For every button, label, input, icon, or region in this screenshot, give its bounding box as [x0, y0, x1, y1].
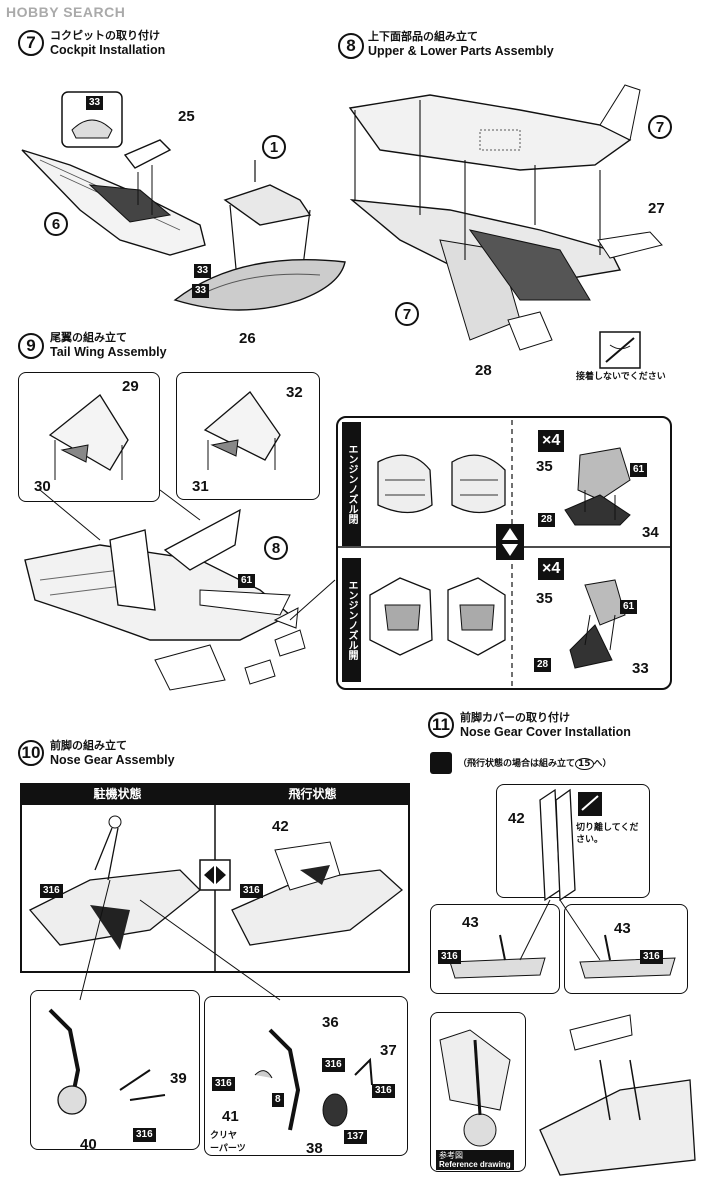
tag-61-tail: 61	[238, 574, 256, 588]
tag-316-parked: 316	[40, 884, 63, 898]
nozzle-closed-label: エンジンノズル閉	[342, 422, 361, 546]
gear-cover-part-box	[496, 784, 650, 898]
callout-42-cover: 42	[508, 810, 525, 827]
gear-detail-left-box	[30, 990, 200, 1150]
step-11-number: 11	[428, 712, 454, 738]
note-icon	[430, 752, 452, 774]
step-10-title-en: Nose Gear Assembly	[50, 753, 175, 767]
cut-note: 切り離してください。	[576, 823, 639, 845]
tag-316-b: 316	[372, 1084, 395, 1098]
tag-33-c: 33	[192, 284, 210, 298]
step-9-title-en: Tail Wing Assembly	[50, 345, 167, 359]
reference-box	[430, 1012, 526, 1172]
no-glue-note: 接着しないでください	[576, 372, 666, 382]
parked-state-header: 駐機状態	[20, 783, 215, 805]
callout-29: 29	[122, 378, 139, 395]
callout-41: 41	[222, 1108, 239, 1125]
callout-34: 34	[642, 524, 659, 541]
callout-43-right: 43	[614, 920, 631, 937]
step-9-title-jp: 尾翼の組み立て	[50, 331, 127, 344]
tag-316-left: 316	[133, 1128, 156, 1142]
callout-8: 8	[264, 536, 288, 560]
callout-38: 38	[306, 1140, 323, 1157]
callout-30: 30	[34, 478, 51, 495]
tag-316-cover-right: 316	[640, 950, 663, 964]
step-8-title-en: Upper & Lower Parts Assembly	[368, 44, 554, 58]
tag-316-c: 316	[212, 1077, 235, 1091]
watermark: HOBBY SEARCH	[6, 4, 126, 20]
tag-316-flight: 316	[240, 884, 263, 898]
clear-parts-label: クリヤーパーツ	[210, 1131, 246, 1154]
cover-right-box	[564, 904, 688, 994]
callout-35-closed: 35	[536, 458, 553, 475]
tag-28-closed: 28	[538, 513, 556, 527]
step-11-title-en: Nose Gear Cover Installation	[460, 725, 631, 739]
tag-316-a: 316	[322, 1058, 345, 1072]
callout-32: 32	[286, 384, 303, 401]
callout-40: 40	[80, 1136, 97, 1153]
callout-37: 37	[380, 1042, 397, 1059]
tag-33-b: 33	[194, 264, 212, 278]
quantity-x4-open: ×4	[538, 558, 565, 580]
callout-7-upper: 7	[648, 115, 672, 139]
cover-left-box	[430, 904, 560, 994]
quantity-x4-closed: ×4	[538, 430, 565, 452]
tail-detail-box-left	[18, 372, 160, 502]
callout-7-lower: 7	[395, 302, 419, 326]
tag-33-a: 33	[86, 96, 104, 110]
nozzle-panel	[336, 416, 672, 690]
callout-25: 25	[178, 108, 195, 125]
tag-61-closed: 61	[630, 463, 648, 477]
step-7-title-en: Cockpit Installation	[50, 43, 166, 57]
callout-35-open: 35	[536, 590, 553, 607]
step-7-number: 7	[18, 30, 44, 56]
step-11-title-jp: 前脚カバーの取り付け	[460, 711, 570, 724]
flight-state-header: 飛行状態	[215, 783, 410, 805]
callout-26: 26	[239, 330, 256, 347]
gear-detail-right-box	[204, 996, 408, 1156]
callout-36: 36	[322, 1014, 339, 1031]
tag-137: 137	[344, 1130, 367, 1144]
callout-27: 27	[648, 200, 665, 217]
tag-61-open: 61	[620, 600, 638, 614]
reference-label: 参考図 Reference drawing	[436, 1150, 514, 1170]
callout-28: 28	[475, 362, 492, 379]
callout-42-flight: 42	[272, 818, 289, 835]
nozzle-open-label: エンジンノズル開	[342, 558, 361, 682]
step-8-number: 8	[338, 33, 364, 59]
step-10-number: 10	[18, 740, 44, 766]
tag-316-cover-left: 316	[438, 950, 461, 964]
callout-6: 6	[44, 212, 68, 236]
callout-31: 31	[192, 478, 209, 495]
step-9-number: 9	[18, 333, 44, 359]
callout-33: 33	[632, 660, 649, 677]
tag-8: 8	[272, 1093, 284, 1107]
callout-43-left: 43	[462, 914, 479, 931]
callout-39: 39	[170, 1070, 187, 1087]
tag-28-open: 28	[534, 658, 552, 672]
step-8-title-jp: 上下面部品の組み立て	[368, 30, 478, 43]
callout-1: 1	[262, 135, 286, 159]
step-10-title-jp: 前脚の組み立て	[50, 739, 127, 752]
tail-detail-box-right	[176, 372, 320, 500]
step-7-title-jp: コクピットの取り付け	[50, 29, 160, 42]
